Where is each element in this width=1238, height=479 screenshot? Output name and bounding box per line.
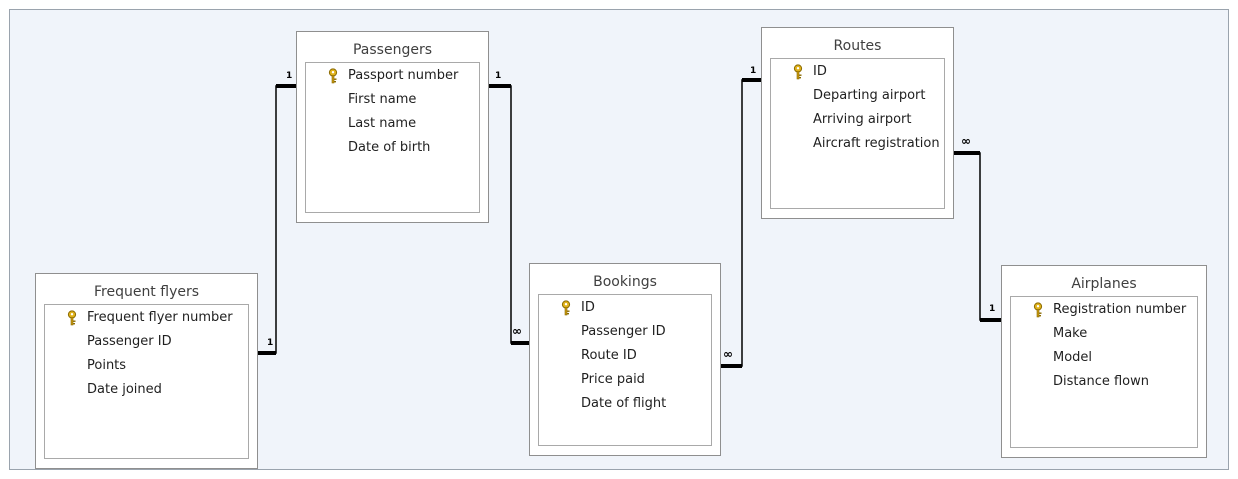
primary-key-icon <box>561 300 571 316</box>
field-row[interactable]: Date of flight <box>539 392 711 416</box>
field-label: Date joined <box>87 382 162 397</box>
cardinality-label: 1 <box>495 71 502 81</box>
field-label: Passenger ID <box>87 334 172 349</box>
field-row[interactable]: Date of birth <box>306 136 479 160</box>
table-bookings[interactable]: Bookings ID Passenger ID Route ID Price pai… <box>529 263 721 456</box>
field-label: Departing airport <box>813 88 926 103</box>
field-label: First name <box>348 92 417 107</box>
field-label: Registration number <box>1053 302 1187 317</box>
table-title[interactable]: Passengers <box>352 42 433 58</box>
field-row[interactable]: Date joined <box>45 378 248 402</box>
field-row[interactable]: Model <box>1011 346 1197 370</box>
primary-key-icon <box>328 68 338 84</box>
table-title[interactable]: Bookings <box>593 274 657 290</box>
cardinality-label: 1 <box>267 338 274 348</box>
cardinality-label: 1 <box>750 66 757 76</box>
field-label: Aircraft registration <box>813 136 940 151</box>
field-label: Passport number <box>348 68 459 83</box>
cardinality-label: 1 <box>286 71 293 81</box>
relationship-bookings-routes[interactable] <box>720 78 762 368</box>
relationship-ff-passengers[interactable] <box>257 84 298 355</box>
field-row[interactable]: Last name <box>306 112 479 136</box>
field-label: Arriving airport <box>813 112 912 127</box>
cardinality-label: ∞ <box>512 324 522 338</box>
field-label: Frequent flyer number <box>87 310 233 325</box>
field-label: Make <box>1053 326 1088 341</box>
field-row[interactable]: Arriving airport <box>771 108 944 132</box>
field-row[interactable]: ID <box>539 296 711 320</box>
relationship-lines <box>257 78 1002 368</box>
field-row[interactable]: Passenger ID <box>539 320 711 344</box>
field-label: Date of flight <box>581 396 667 411</box>
primary-key-icon <box>793 64 803 80</box>
field-label: Distance flown <box>1053 374 1149 389</box>
field-label: Passenger ID <box>581 324 666 339</box>
field-label: Last name <box>348 116 417 131</box>
field-label: Route ID <box>581 348 637 363</box>
field-label: Points <box>87 358 127 373</box>
field-label: Price paid <box>581 372 645 387</box>
field-label: ID <box>813 64 827 79</box>
field-row[interactable]: Price paid <box>539 368 711 392</box>
table-title[interactable]: Frequent flyers <box>93 284 200 300</box>
field-row[interactable]: Make <box>1011 322 1197 346</box>
field-row[interactable]: ID <box>771 60 944 84</box>
primary-key-icon <box>1033 302 1043 318</box>
cardinality-label: ∞ <box>961 134 971 148</box>
primary-key-icon <box>67 310 77 326</box>
cardinality-label: 1 <box>989 304 996 314</box>
relationships-canvas[interactable]: 1 1 1 ∞ ∞ 1 ∞ 1 Passengers Passport numb… <box>9 9 1229 470</box>
field-row[interactable]: Passenger ID <box>45 330 248 354</box>
field-row[interactable]: Frequent flyer number <box>45 306 248 330</box>
field-row[interactable]: Points <box>45 354 248 378</box>
cardinality-label: ∞ <box>723 347 733 361</box>
field-row[interactable]: Registration number <box>1011 298 1197 322</box>
field-label: Model <box>1053 350 1093 365</box>
table-title[interactable]: Airplanes <box>1071 276 1137 292</box>
field-row[interactable]: Distance flown <box>1011 370 1197 394</box>
field-label: Date of birth <box>348 140 431 155</box>
relationship-passengers-bookings[interactable] <box>488 84 530 345</box>
field-row[interactable]: Departing airport <box>771 84 944 108</box>
field-row[interactable]: Aircraft registration <box>771 132 944 156</box>
field-label: ID <box>581 300 595 315</box>
field-row[interactable]: Passport number <box>306 64 479 88</box>
field-row[interactable]: Route ID <box>539 344 711 368</box>
relationship-routes-airplanes[interactable] <box>953 151 1002 322</box>
field-row[interactable]: First name <box>306 88 479 112</box>
table-title[interactable]: Routes <box>833 38 882 54</box>
